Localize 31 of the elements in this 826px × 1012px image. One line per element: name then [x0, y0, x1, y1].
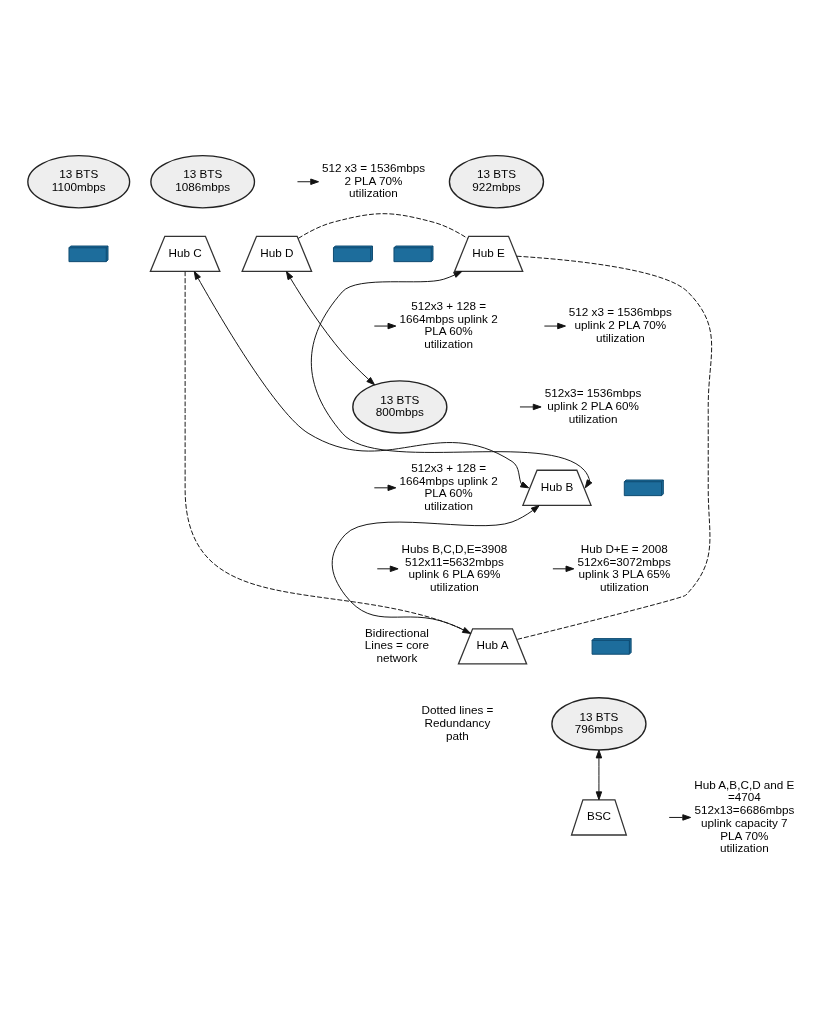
node-text: 512x3= 1536mbps uplink 2 PLA 60% utilization — [544, 386, 642, 425]
arrow — [668, 814, 692, 821]
arrow — [193, 270, 530, 489]
connector — [297, 213, 469, 239]
arrow — [519, 403, 542, 411]
node-ellipse: 13 BTS 796mbps — [551, 697, 647, 751]
node-ellipse: 13 BTS 800mbps — [352, 380, 448, 434]
node-text: Hubs B,C,D,E=3908 512x11=5632mbps uplink 6 PLA 69% utilization — [401, 541, 508, 593]
connector — [184, 271, 472, 634]
node-text: 512 x3 = 1536mbps 2 PLA 70% utilization — [321, 161, 426, 200]
node-ellipse: 13 BTS 1086mbps — [150, 154, 256, 209]
arrow — [376, 565, 399, 573]
arrow — [331, 505, 540, 634]
arrow — [373, 484, 397, 492]
arrow — [543, 322, 566, 330]
label: Dotted lines = Redundancy path — [421, 703, 494, 742]
arrow — [296, 178, 320, 185]
arrow — [373, 322, 397, 330]
arrow — [595, 749, 603, 801]
node-text: 512 x3 = 1536mbps uplink 2 PLA 70% utilization — [568, 305, 672, 344]
node-text: 512x3 + 128 = 1664mbps uplink 2 PLA 60% utilization — [399, 460, 498, 512]
node-ellipse: 13 BTS 1100mbps — [27, 154, 131, 209]
connector — [516, 255, 713, 640]
arrow — [285, 271, 375, 386]
node-text: Hub D+E = 2008 512x6=3072mbps uplink 3 PLA 65% utilization — [577, 541, 671, 593]
node-text: 512x3 + 128 = 1664mbps uplink 2 PLA 60% utilization — [399, 299, 498, 351]
node-ellipse: 13 BTS 922mbps — [448, 154, 545, 209]
arrow — [552, 565, 575, 573]
label: Bidirectional Lines = core network — [364, 625, 429, 665]
arrow — [310, 271, 593, 489]
node-text: Hub A,B,C,D and E =4704 512x13=6686mbps uplink capacity 7 PLA 70% utilization — [694, 777, 795, 855]
